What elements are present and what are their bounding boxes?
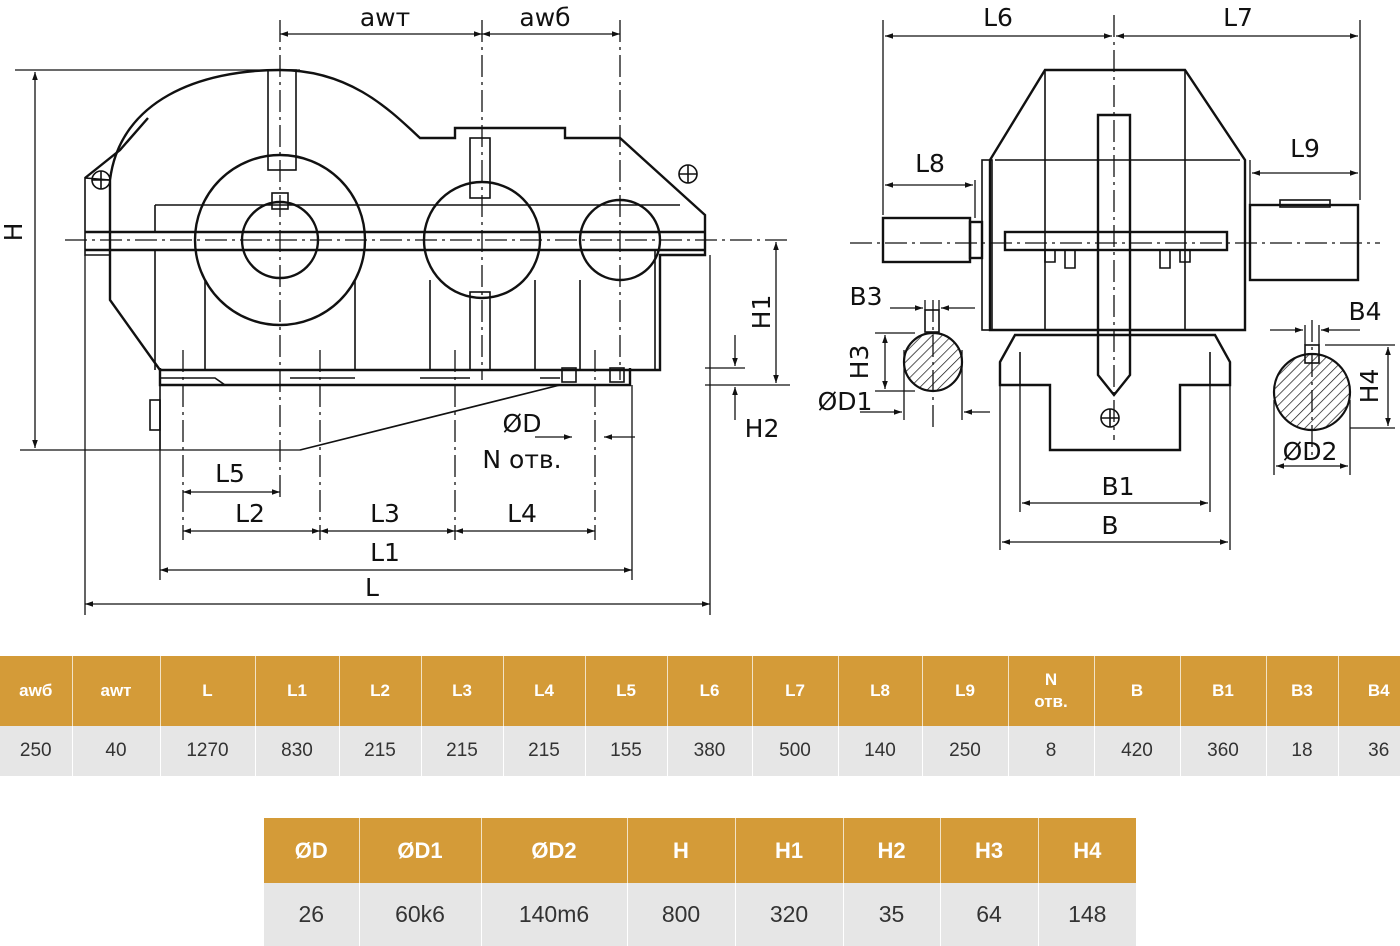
label-awt: awт [360, 3, 410, 32]
label-b4: B4 [1348, 297, 1381, 326]
header-l5: L5 [585, 656, 668, 726]
label-h3: H3 [845, 345, 874, 380]
label-l7: L7 [1223, 3, 1253, 32]
label-b1: B1 [1101, 472, 1134, 501]
label-l: L [365, 573, 379, 602]
cell-l3: 215 [421, 726, 504, 776]
header-l8: L8 [838, 656, 923, 726]
table-row: 250 40 1270 830 215 215 215 155 380 500 … [0, 726, 1400, 776]
cell-b4: 36 [1338, 726, 1400, 776]
label-h1: H1 [747, 295, 776, 330]
cell-h4: 148 [1038, 883, 1136, 946]
cell-l7: 500 [752, 726, 839, 776]
label-l8: L8 [915, 149, 945, 178]
cell-l8: 140 [838, 726, 923, 776]
front-view: awт awб H H1 H2 ØD N отв. L5 L2 L3 L4 L1… [0, 3, 790, 615]
label-d2: ØD2 [1283, 437, 1338, 466]
cell-h: 800 [627, 883, 736, 946]
cell-l9: 250 [922, 726, 1009, 776]
label-l9: L9 [1290, 134, 1320, 163]
cell-h3: 64 [940, 883, 1039, 946]
label-l5: L5 [215, 459, 245, 488]
cell-awt: 40 [72, 726, 161, 776]
header-d2: ØD2 [481, 818, 628, 883]
cell-h2: 35 [843, 883, 941, 946]
table-header-row: ØD ØD1 ØD2 H H1 H2 H3 H4 [264, 818, 1136, 883]
cell-l2: 215 [339, 726, 422, 776]
label-l3: L3 [370, 499, 400, 528]
cell-n-holes: 8 [1008, 726, 1095, 776]
label-b3: B3 [849, 282, 882, 311]
header-l: L [160, 656, 256, 726]
label-h2: H2 [745, 414, 780, 443]
label-l1: L1 [370, 538, 400, 567]
label-h: H [0, 223, 28, 242]
header-h: H [627, 818, 736, 883]
cell-l5: 155 [585, 726, 668, 776]
table-row: 26 60k6 140m6 800 320 35 64 148 [264, 883, 1136, 946]
label-l2: L2 [235, 499, 265, 528]
cell-l: 1270 [160, 726, 256, 776]
header-l6: L6 [667, 656, 753, 726]
header-awt: awт [72, 656, 161, 726]
label-awb: awб [519, 3, 570, 32]
cell-h1: 320 [735, 883, 844, 946]
cell-d: 26 [264, 883, 360, 946]
header-b: B [1094, 656, 1181, 726]
header-l1: L1 [255, 656, 340, 726]
header-awb: awб [0, 656, 73, 726]
header-l2: L2 [339, 656, 422, 726]
header-l4: L4 [503, 656, 586, 726]
header-h1: H1 [735, 818, 844, 883]
cell-b1: 360 [1180, 726, 1267, 776]
header-b4: B4 [1338, 656, 1400, 726]
header-l3: L3 [421, 656, 504, 726]
header-l7: L7 [752, 656, 839, 726]
label-d: ØD [503, 409, 542, 438]
cell-l1: 830 [255, 726, 340, 776]
header-h3: H3 [940, 818, 1039, 883]
label-b: B [1101, 511, 1118, 540]
cell-d2: 140m6 [481, 883, 628, 946]
cell-b: 420 [1094, 726, 1181, 776]
header-h4: H4 [1038, 818, 1136, 883]
label-l6: L6 [983, 3, 1013, 32]
dimensions-table-secondary: ØD ØD1 ØD2 H H1 H2 H3 H4 26 60k6 140m6 8… [264, 818, 1136, 946]
header-h2: H2 [843, 818, 941, 883]
cell-l4: 215 [503, 726, 586, 776]
header-l9: L9 [922, 656, 1009, 726]
label-l4: L4 [507, 499, 537, 528]
header-n-holes: N отв. [1008, 656, 1095, 726]
cell-b3: 18 [1266, 726, 1339, 776]
cell-d1: 60k6 [359, 883, 482, 946]
cell-awb: 250 [0, 726, 73, 776]
gearbox-technical-drawing: awт awб H H1 H2 ØD N отв. L5 L2 L3 L4 L1… [0, 3, 1395, 615]
label-n-holes: N отв. [482, 445, 561, 474]
side-view: L6 L7 L8 L9 B3 H3 ØD1 B4 H4 ØD2 B1 B [818, 3, 1395, 550]
label-h4: H4 [1355, 369, 1384, 404]
header-d1: ØD1 [359, 818, 482, 883]
header-b3: B3 [1266, 656, 1339, 726]
label-d1: ØD1 [818, 387, 873, 416]
dimensions-table-main: awб awт L L1 L2 L3 L4 L5 L6 L7 L8 L9 N о… [0, 656, 1400, 776]
cell-l6: 380 [667, 726, 753, 776]
header-d: ØD [264, 818, 360, 883]
table-header-row: awб awт L L1 L2 L3 L4 L5 L6 L7 L8 L9 N о… [0, 656, 1400, 726]
header-b1: B1 [1180, 656, 1267, 726]
